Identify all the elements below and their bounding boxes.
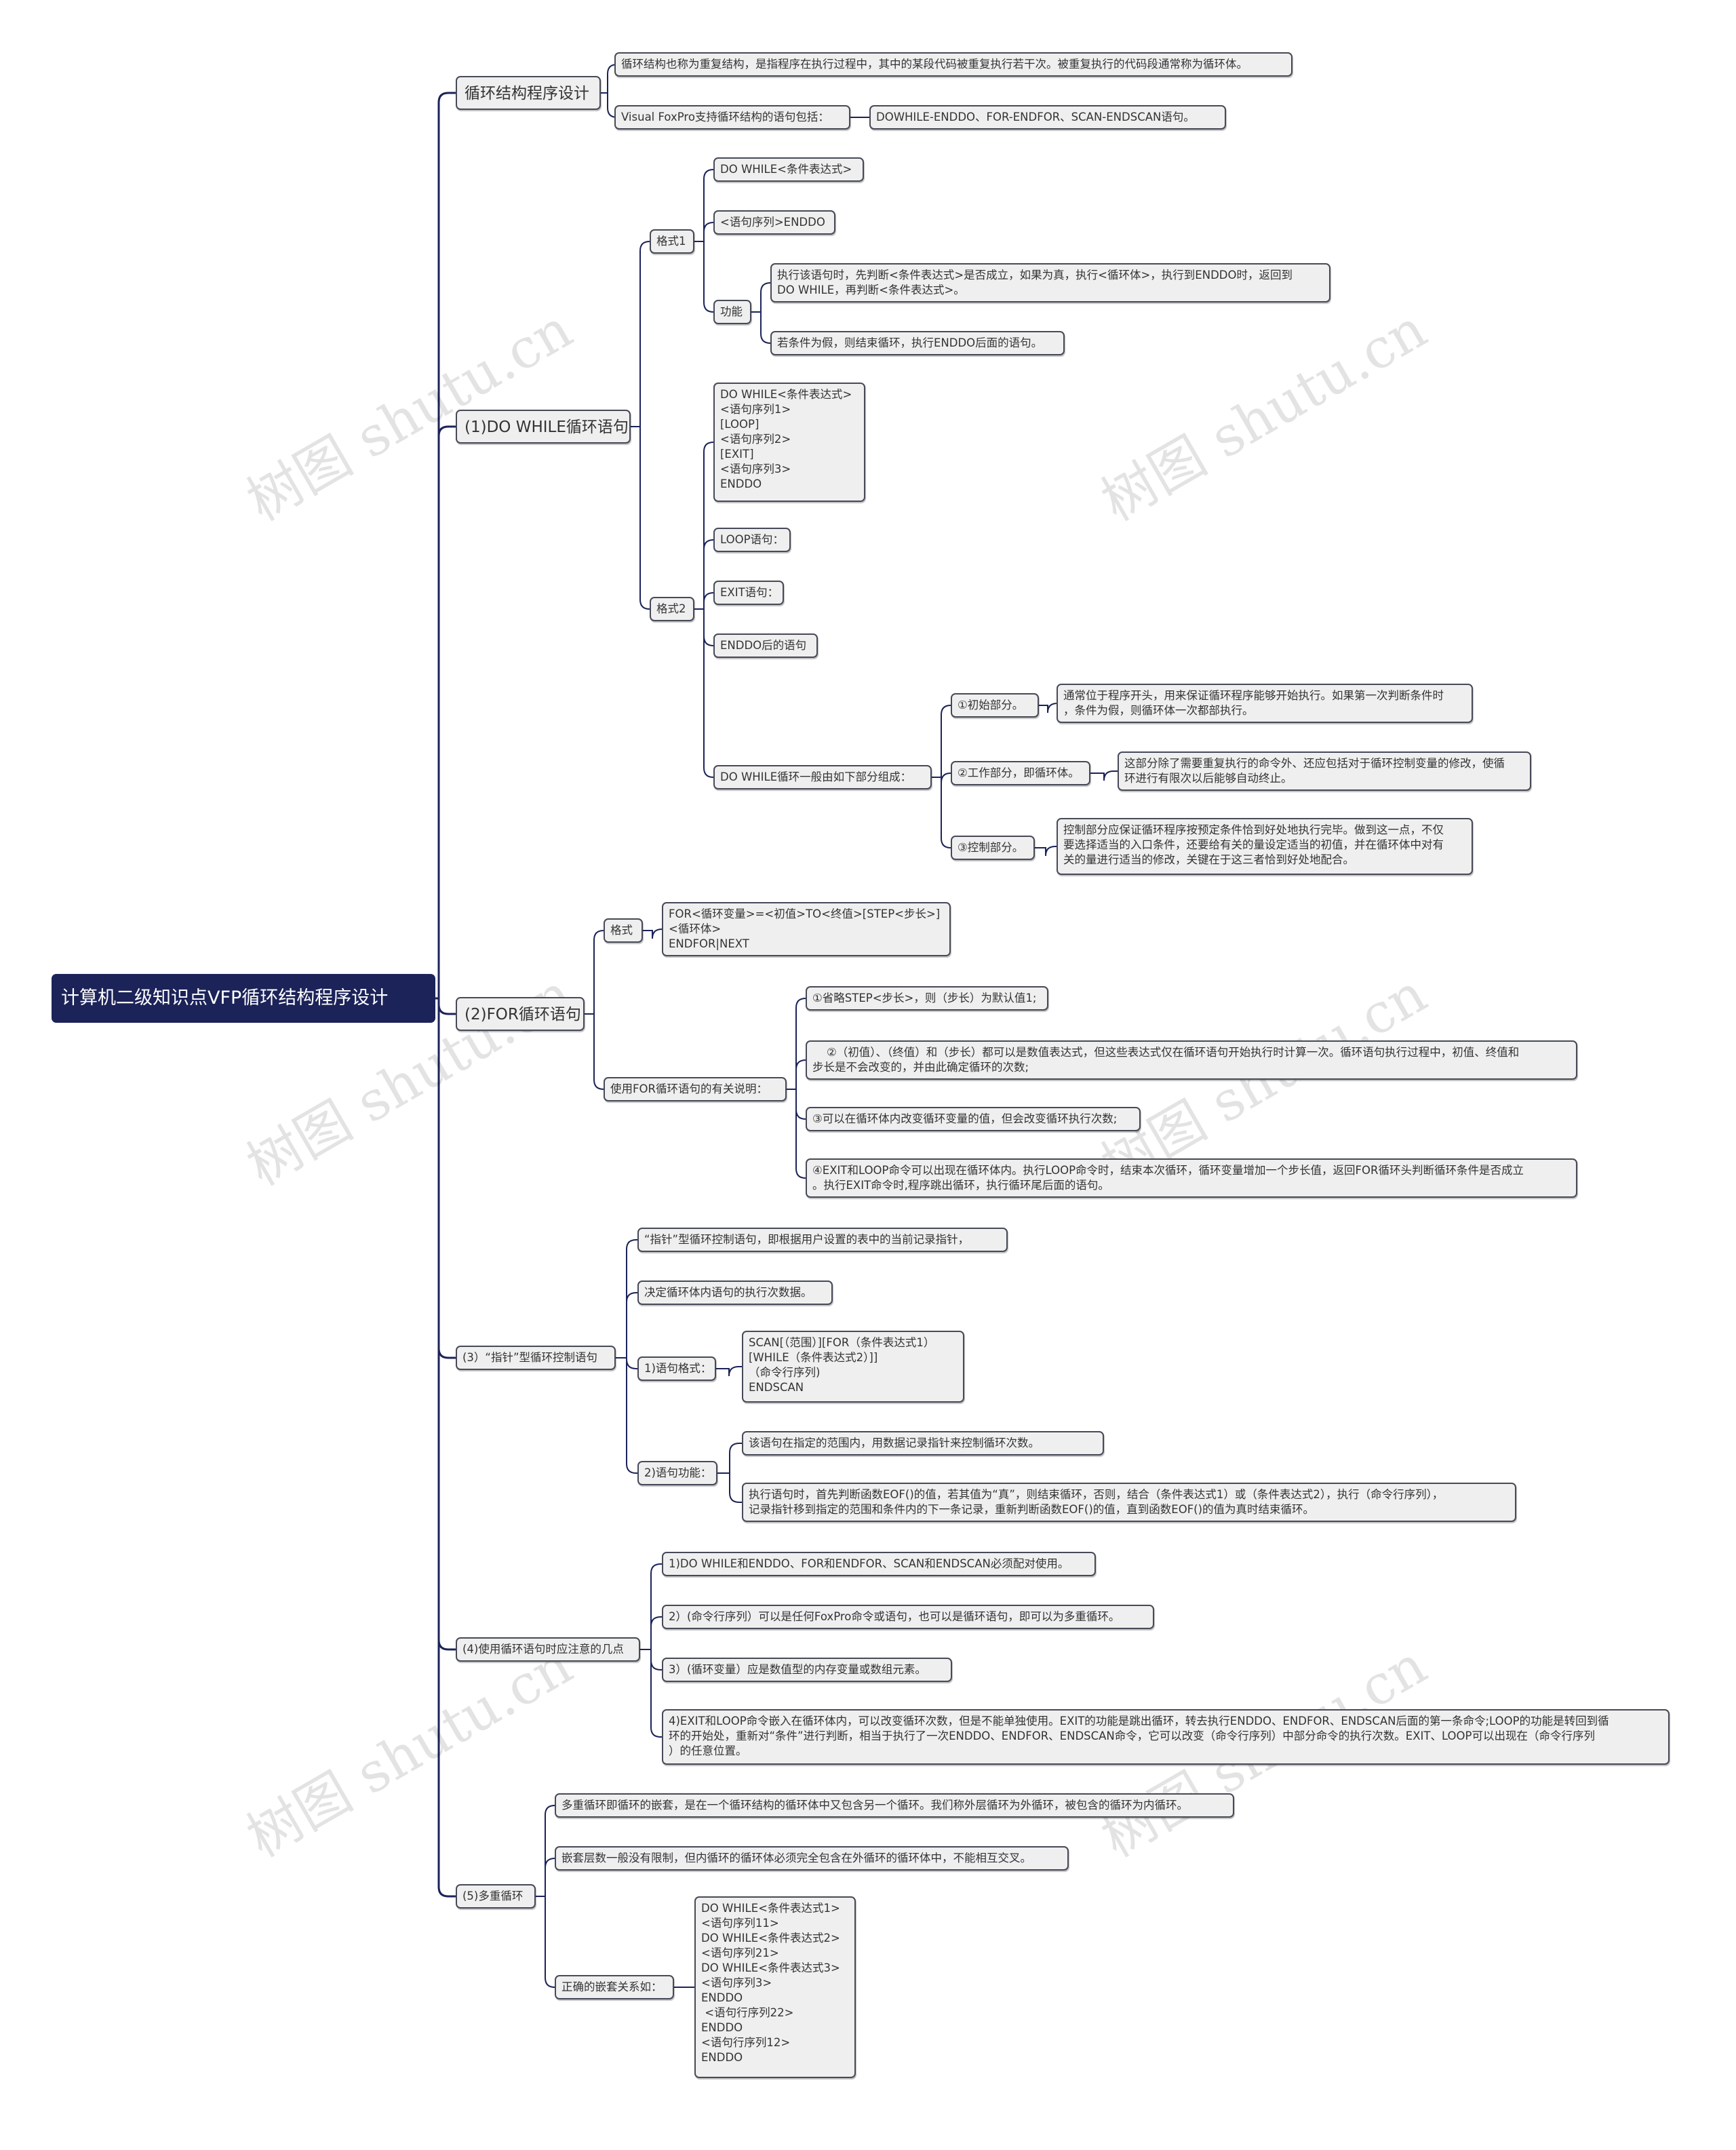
topic-g2b[interactable]: ②（初值）、（终值）和（步长）都可以是数值表达式，但这些表达式仅在循环语句开始执… (806, 1040, 1577, 1080)
connector-line (932, 705, 951, 778)
connector-line (694, 539, 714, 610)
topic-f2e3[interactable]: ③控制部分。 (951, 836, 1035, 860)
connector-line (640, 1563, 662, 1650)
connector-line (787, 1089, 806, 1179)
topic-f2e2a[interactable]: 这部分除了需要重复执行的命令外、还应包括对于循环控制变量的修改，使循 环进行有限… (1118, 751, 1531, 791)
connector-line (1035, 846, 1057, 857)
topic-h4b[interactable]: 执行语句时，首先判断函数EOF()的值，若其值为“真”，则结束循环，否则，结合（… (742, 1483, 1516, 1522)
topic-g2[interactable]: 使用FOR循环语句的有关说明： (604, 1077, 787, 1101)
connector-line (643, 929, 663, 939)
topic-s1[interactable]: 循环结构程序设计 (456, 76, 601, 110)
topic-f1[interactable]: 格式1 (650, 229, 694, 254)
connector-line (585, 1013, 604, 1090)
connector-line (1039, 703, 1058, 714)
topic-f2c[interactable]: EXIT语句： (713, 581, 784, 605)
topic-g1a[interactable]: FOR<循环变量>=<初值>TO<终值>[STEP<步长>] <循环体> END… (662, 902, 951, 956)
topic-h3a[interactable]: SCAN[（范围）][FOR（条件表达式1） [WHILE（条件表达式2）]] … (742, 1331, 964, 1403)
topic-i2[interactable]: 2）(命令行序列）可以是任何FoxPro命令或语句，也可以是循环语句，即可以为多… (662, 1605, 1154, 1629)
connector-line (616, 1239, 637, 1359)
connector-line (694, 222, 714, 242)
topic-g2d[interactable]: ④EXIT和LOOP命令可以出现在循环体内。执行LOOP命令时，结束本次循环，循… (806, 1158, 1577, 1198)
topic-f2e1a[interactable]: 通常位于程序开头，用来保证循环程序能够开始执行。如果第一次判断条件时 ，条件为假… (1057, 684, 1473, 723)
topic-f2a[interactable]: DO WHILE<条件表达式> <语句序列1> [LOOP] <语句序列2> [… (713, 383, 865, 502)
topic-s2[interactable]: (1)DO WHILE循环语句 (456, 410, 631, 444)
connector-line (631, 241, 650, 427)
topic-f2e3a[interactable]: 控制部分应保证循环程序按预定条件恰到好处地执行完毕。做到这一点，不仅 要选择适当… (1057, 818, 1473, 875)
topic-s1a[interactable]: 循环结构也称为重复结构，是指程序在执行过程中，其中的某段代码被重复执行若干次。被… (614, 52, 1293, 77)
topic-j3a[interactable]: DO WHILE<条件表达式1> <语句序列11> DO WHILE<条件表达式… (694, 1896, 856, 2078)
topic-h4[interactable]: 2)语句功能： (637, 1461, 717, 1485)
topic-s1b[interactable]: Visual FoxPro支持循环结构的语句包括： (614, 105, 850, 130)
connector-line (751, 282, 771, 313)
connector-line (694, 592, 714, 610)
topic-s4[interactable]: (3）“指针”型循环控制语句 (456, 1346, 616, 1370)
topic-f2[interactable]: 格式2 (650, 597, 694, 621)
topic-i1[interactable]: 1)DO WHILE和ENDDO、FOR和ENDFOR、SCAN和ENDSCAN… (662, 1552, 1096, 1576)
topic-f2e[interactable]: DO WHILE循环一般由如下部分组成： (713, 765, 932, 789)
topic-s1b1[interactable]: DOWHILE-ENDDO、FOR-ENDFOR、SCAN-ENDSCAN语句。 (869, 105, 1226, 130)
topic-f1c2[interactable]: 若条件为假，则结束循环，执行ENDDO后面的语句。 (770, 331, 1065, 355)
topic-s5[interactable]: (4)使用循环语句时应注意的几点 (456, 1637, 640, 1662)
connector-line (716, 1366, 742, 1377)
topic-h1[interactable]: “指针”型循环控制语句，即根据用户设置的表中的当前记录指针， (637, 1228, 1008, 1252)
topic-h4a[interactable]: 该语句在指定的范围内，用数据记录指针来控制循环次数。 (742, 1431, 1104, 1455)
connector-line (616, 1357, 637, 1474)
topic-i4[interactable]: 4)EXIT和LOOP命令嵌入在循环体内，可以改变循环次数，但是不能单独使用。E… (662, 1709, 1670, 1765)
topic-f1a[interactable]: DO WHILE<条件表达式> (713, 157, 864, 182)
connector-line (694, 442, 714, 610)
topic-f1b[interactable]: <语句序列>ENDDO (713, 210, 835, 235)
connector-line (1090, 770, 1118, 781)
connector-line (640, 1616, 662, 1650)
connector-line (585, 930, 604, 1015)
connector-line (435, 425, 456, 1000)
connector-line (536, 1896, 555, 1988)
connector-line (694, 608, 714, 778)
topic-h3[interactable]: 1)语句格式： (637, 1356, 716, 1381)
connector-line (640, 1649, 662, 1738)
topic-j1[interactable]: 多重循环即循环的嵌套，是在一个循环结构的循环体中又包含另一个循环。我们称外层循环… (555, 1793, 1234, 1818)
topic-j3[interactable]: 正确的嵌套关系如： (555, 1975, 674, 1999)
connector-line (435, 997, 456, 1898)
topic-g1[interactable]: 格式 (604, 918, 643, 943)
connector-line (536, 1805, 555, 1897)
topic-f1c1[interactable]: 执行该语句时，先判断<条件表达式>是否成立，如果为真，执行<循环体>，执行到EN… (770, 263, 1330, 302)
connector-line (536, 1858, 555, 1897)
topic-j2[interactable]: 嵌套层数一般没有限制，但内循环的循环体必须完全包含在外循环的循环体中，不能相互交… (555, 1846, 1069, 1871)
topic-i3[interactable]: 3）(循环变量）应是数值型的内存变量或数组元素。 (662, 1658, 952, 1682)
connector-line (751, 311, 771, 344)
topic-f1c[interactable]: 功能 (713, 300, 751, 324)
connector-line (631, 426, 650, 610)
connector-line (717, 1443, 742, 1474)
topic-h2[interactable]: 决定循环体内语句的执行次数据。 (637, 1281, 833, 1305)
connector-line (694, 241, 714, 313)
topic-f2e1[interactable]: ①初始部分。 (951, 693, 1039, 718)
connector-line (787, 998, 806, 1090)
topic-s6[interactable]: (5)多重循环 (456, 1884, 536, 1909)
connector-line (435, 92, 456, 1000)
topic-g2c[interactable]: ③可以在循环体内改变循环变量的值，但会改变循环执行次数; (806, 1107, 1141, 1131)
topic-f2d[interactable]: ENDDO后的语句 (713, 633, 818, 658)
topic-s3[interactable]: (2)FOR循环语句 (456, 997, 585, 1031)
connector-line (616, 1292, 637, 1359)
connector-line (717, 1472, 742, 1503)
connector-line (932, 777, 951, 848)
topic-g2a[interactable]: ①省略STEP<步长>，则（步长）为默认值1; (806, 986, 1048, 1011)
topic-f2b[interactable]: LOOP语句： (713, 528, 791, 552)
connector-line (787, 1059, 806, 1090)
root-topic[interactable]: 计算机二级知识点VFP循环结构程序设计 (52, 974, 435, 1023)
connector-line (694, 169, 714, 242)
topic-f2e2[interactable]: ②工作部分，即循环体。 (951, 761, 1090, 785)
